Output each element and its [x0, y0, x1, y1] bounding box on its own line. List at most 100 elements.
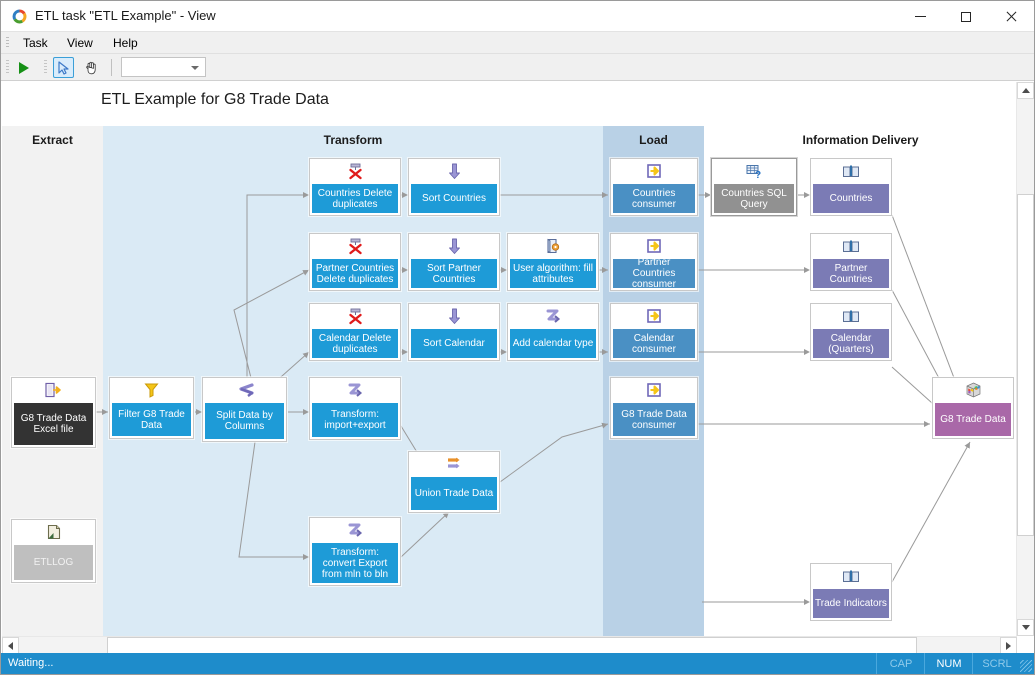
- node-add-calendar-type[interactable]: Add calendar type: [507, 303, 599, 361]
- lane-label-transform: Transform: [323, 132, 383, 147]
- run-button[interactable]: [13, 57, 34, 78]
- transform-z-icon: [310, 518, 400, 542]
- sort-down-icon: [409, 159, 499, 183]
- node-countries-sql-query[interactable]: ? Countries SQL Query: [711, 158, 797, 216]
- maximize-button[interactable]: [943, 1, 988, 32]
- delete-duplicates-icon: [310, 159, 400, 183]
- node-calendar-quarters-dimension[interactable]: Calendar (Quarters): [810, 303, 892, 361]
- split-icon: [203, 378, 286, 402]
- node-countries-delete-duplicates[interactable]: Countries Delete duplicates: [309, 158, 401, 216]
- node-partner-countries-consumer[interactable]: Partner Countries consumer: [610, 233, 698, 291]
- menu-item-task-label: Task: [23, 36, 48, 50]
- lane-header-load: Load: [603, 126, 704, 153]
- excel-export-icon: [12, 378, 95, 402]
- node-label: ETLLOG: [14, 545, 93, 580]
- node-label: Add calendar type: [510, 329, 596, 358]
- status-message: Waiting...: [8, 657, 54, 669]
- log-file-icon: [12, 520, 95, 544]
- dimension-book-icon: [811, 304, 891, 328]
- sort-down-icon: [409, 234, 499, 258]
- dimension-book-icon: [811, 159, 891, 183]
- node-trade-indicators-dimension[interactable]: Trade Indicators: [810, 563, 892, 621]
- funnel-icon: [110, 378, 193, 402]
- node-calendar-delete-duplicates[interactable]: Calendar Delete duplicates: [309, 303, 401, 361]
- node-countries-consumer[interactable]: Countries consumer: [610, 158, 698, 216]
- zoom-combobox[interactable]: [121, 57, 206, 77]
- node-sort-partner-countries[interactable]: Sort Partner Countries: [408, 233, 500, 291]
- menu-item-help[interactable]: Help: [105, 35, 146, 51]
- status-bar: Waiting... CAP NUM SCRL: [1, 653, 1034, 674]
- pan-tool-button[interactable]: [81, 57, 102, 78]
- window-title: ETL task "ETL Example" - View: [35, 8, 216, 23]
- node-partner-delete-duplicates[interactable]: Partner Countries Delete duplicates: [309, 233, 401, 291]
- toolbar-grip-2[interactable]: [44, 60, 47, 75]
- node-split-data[interactable]: Split Data by Columns: [202, 377, 287, 442]
- dimension-book-icon: [811, 564, 891, 588]
- lane-label-load: Load: [639, 132, 668, 147]
- node-g8-excel-file[interactable]: G8 Trade Data Excel file: [11, 377, 96, 448]
- menu-item-help-label: Help: [113, 36, 138, 50]
- toolbar-grip-1[interactable]: [6, 60, 9, 75]
- vscroll-thumb[interactable]: [1017, 194, 1034, 536]
- resize-grip[interactable]: [1020, 660, 1032, 672]
- node-label: Filter G8 Trade Data: [112, 403, 191, 436]
- horizontal-scrollbar[interactable]: [2, 636, 1017, 654]
- diagram-canvas[interactable]: Extract Transform Load Information Deliv…: [2, 82, 1017, 636]
- node-calendar-consumer[interactable]: Calendar consumer: [610, 303, 698, 361]
- dimension-book-icon: [811, 234, 891, 258]
- delete-duplicates-icon: [310, 234, 400, 258]
- node-filter-g8[interactable]: Filter G8 Trade Data: [109, 377, 194, 439]
- scroll-up-button[interactable]: [1017, 82, 1034, 99]
- node-etllog[interactable]: ETLLOG: [11, 519, 96, 583]
- play-icon: [18, 61, 29, 74]
- node-transform-convert[interactable]: Transform: convert Export from mln to bl…: [309, 517, 401, 586]
- node-label: Trade Indicators: [813, 589, 889, 618]
- menu-grip[interactable]: [6, 37, 9, 49]
- close-button[interactable]: [988, 1, 1033, 32]
- lane-label-infodelivery: Information Delivery: [802, 132, 919, 147]
- node-label: G8 Trade Data: [935, 403, 1011, 436]
- node-union-trade-data[interactable]: Union Trade Data: [408, 451, 500, 513]
- lane-header-infodelivery: Information Delivery: [704, 126, 1017, 153]
- chevron-left-icon: [8, 641, 13, 650]
- node-label: Sort Partner Countries: [411, 259, 497, 288]
- status-cap-indicator: CAP: [876, 653, 925, 674]
- node-countries-dimension[interactable]: Countries: [810, 158, 892, 216]
- menu-item-task[interactable]: Task: [15, 35, 56, 51]
- node-label: G8 Trade Data Excel file: [14, 403, 93, 445]
- hscroll-thumb[interactable]: [107, 637, 917, 654]
- sort-down-icon: [409, 304, 499, 328]
- node-sort-calendar[interactable]: Sort Calendar: [408, 303, 500, 361]
- node-label: Union Trade Data: [411, 477, 497, 510]
- node-label: Countries SQL Query: [714, 184, 794, 213]
- menu-item-view[interactable]: View: [59, 35, 101, 51]
- node-g8-trade-data-consumer[interactable]: G8 Trade Data consumer: [610, 377, 698, 439]
- node-g8-trade-data-cube[interactable]: G8 Trade Data: [932, 377, 1014, 439]
- vertical-scrollbar[interactable]: [1016, 82, 1034, 636]
- consumer-icon: [611, 304, 697, 328]
- node-user-algorithm[interactable]: User algorithm: fill attributes: [507, 233, 599, 291]
- user-algorithm-icon: [508, 234, 598, 258]
- minimize-button[interactable]: [898, 1, 943, 32]
- scroll-right-button[interactable]: [1000, 637, 1017, 654]
- close-icon: [1005, 11, 1017, 23]
- node-partner-countries-dimension[interactable]: Partner Countries: [810, 233, 892, 291]
- select-tool-button[interactable]: [53, 57, 74, 78]
- node-label: Calendar (Quarters): [813, 329, 889, 358]
- sql-query-icon: ?: [712, 159, 796, 183]
- consumer-icon: [611, 159, 697, 183]
- status-num-indicator: NUM: [924, 653, 973, 674]
- node-sort-countries[interactable]: Sort Countries: [408, 158, 500, 216]
- scroll-left-button[interactable]: [2, 637, 19, 654]
- scroll-down-button[interactable]: [1017, 619, 1034, 636]
- chevron-down-icon[interactable]: [191, 66, 199, 70]
- lane-label-extract: Extract: [32, 132, 73, 147]
- toolbar: [1, 54, 1034, 81]
- node-label: Transform: convert Export from mln to bl…: [312, 543, 398, 583]
- node-label: Calendar consumer: [613, 329, 695, 358]
- status-scrl-indicator: SCRL: [972, 653, 1021, 674]
- maximize-icon: [960, 11, 971, 22]
- node-transform-import-export[interactable]: Transform: import+export: [309, 377, 401, 440]
- node-label: Transform: import+export: [312, 403, 398, 437]
